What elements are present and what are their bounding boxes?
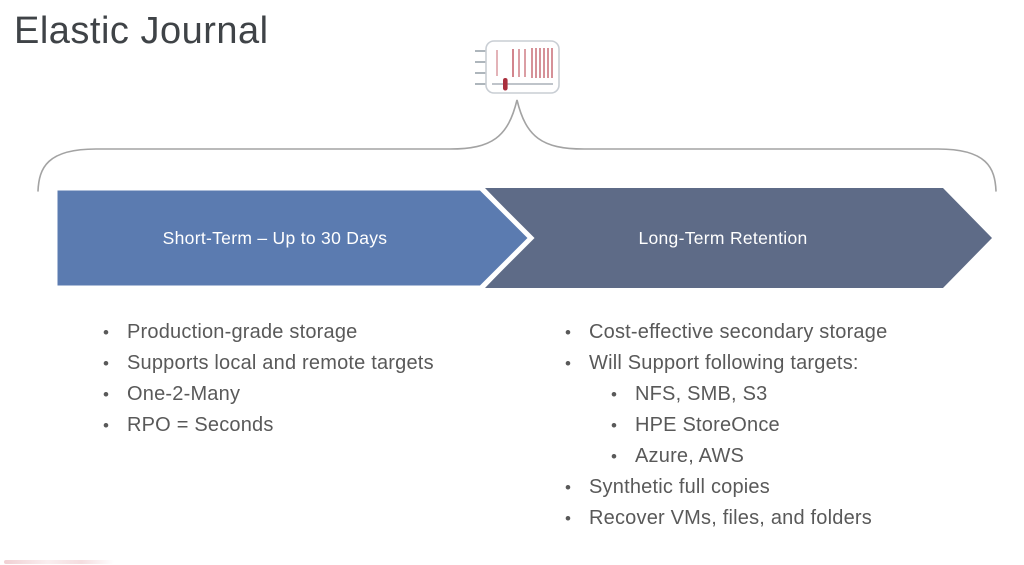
list-item: • RPO = Seconds — [103, 410, 523, 441]
bullet-marker: • — [103, 354, 110, 373]
bullet-text: NFS, SMB, S3 — [635, 383, 768, 405]
brace-shape — [37, 99, 997, 192]
bullet-text: Recover VMs, files, and folders — [589, 507, 872, 529]
short-term-bullet-list: • Production-grade storage • Supports loca… — [103, 317, 523, 441]
bullet-marker: • — [611, 385, 618, 404]
bullet-marker: • — [103, 416, 110, 435]
bullet-marker: • — [103, 323, 110, 342]
list-item: • Recover VMs, files, and folders — [565, 503, 995, 534]
bullet-marker: • — [611, 416, 618, 435]
bullet-text: RPO = Seconds — [127, 414, 274, 436]
long-term-arrow-shape — [485, 188, 992, 288]
cropped-edge-artifact — [4, 560, 114, 564]
bullet-marker: • — [565, 323, 572, 342]
list-item: • Synthetic full copies — [565, 472, 995, 503]
journal-barcode-icon-svg — [475, 40, 560, 94]
bullet-text: One-2-Many — [127, 383, 241, 405]
list-item: • Production-grade storage — [103, 317, 523, 348]
bullet-marker: • — [611, 447, 618, 466]
page-title: Elastic Journal — [14, 10, 269, 52]
bullet-marker: • — [103, 385, 110, 404]
bullet-text: Azure, AWS — [635, 445, 745, 467]
list-item-sub: • Azure, AWS — [611, 441, 995, 472]
bullet-marker: • — [565, 509, 572, 528]
list-item: • Supports local and remote targets — [103, 348, 523, 379]
bullet-text: Will Support following targets: — [589, 352, 859, 374]
list-item-sub: • NFS, SMB, S3 — [611, 379, 995, 410]
short-term-arrow-shape — [52, 185, 535, 291]
bullet-marker: • — [565, 478, 572, 497]
bullet-text: Supports local and remote targets — [127, 352, 434, 374]
bullet-marker: • — [565, 354, 572, 373]
bullet-text: Production-grade storage — [127, 321, 358, 343]
list-item: • One-2-Many — [103, 379, 523, 410]
long-term-bullet-list: • Cost-effective secondary storage • Will … — [565, 317, 995, 534]
bullet-text: HPE StoreOnce — [635, 414, 780, 436]
journal-barcode-icon — [473, 38, 563, 96]
list-item: • Cost-effective secondary storage — [565, 317, 995, 348]
list-item-sub: • HPE StoreOnce — [611, 410, 995, 441]
bullet-text: Cost-effective secondary storage — [589, 321, 888, 343]
list-item: • Will Support following targets: — [565, 348, 995, 379]
bullet-text: Synthetic full copies — [589, 476, 770, 498]
